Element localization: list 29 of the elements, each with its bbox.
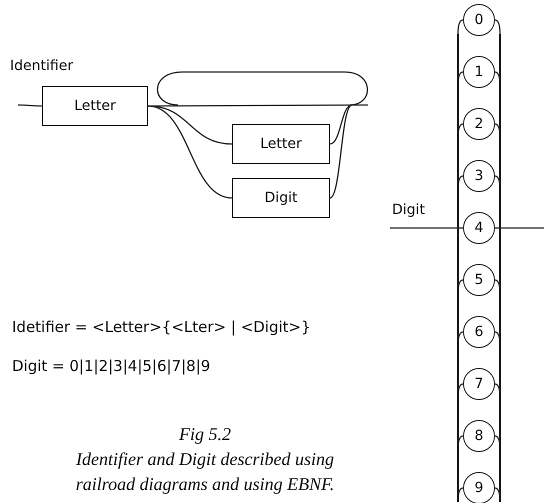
rail-line bbox=[499, 34, 501, 502]
rule-name: Digit bbox=[392, 202, 425, 218]
rail-line bbox=[457, 34, 459, 502]
terminal-circle: 3 bbox=[463, 160, 495, 192]
track-line bbox=[501, 227, 544, 229]
track-line bbox=[494, 19, 501, 34]
terminal-circle: 4 bbox=[463, 212, 495, 244]
track-line bbox=[18, 104, 42, 107]
ebnf-rule: Idetifier = <Letter>{<Lter> | <Digit>} bbox=[12, 318, 311, 336]
figure-caption: Identifier and Digit described using railroad diagrams and using EBNF. bbox=[74, 448, 336, 496]
track-line bbox=[390, 227, 457, 229]
terminal-circle: 8 bbox=[463, 420, 495, 452]
terminal-circle: 5 bbox=[463, 264, 495, 296]
terminal-circle: 1 bbox=[463, 56, 495, 88]
track-line bbox=[330, 104, 352, 145]
track-line bbox=[148, 105, 232, 199]
terminal-circle: 9 bbox=[463, 472, 495, 503]
rule-name: Identifier bbox=[10, 58, 74, 74]
terminal-circle: 6 bbox=[463, 316, 495, 348]
ebnf-rule: Digit = 0|1|2|3|4|5|6|7|8|9 bbox=[12, 357, 210, 375]
track-line bbox=[330, 104, 352, 199]
nonterminal-box: Letter bbox=[232, 124, 330, 164]
terminal-circle: 0 bbox=[463, 4, 495, 36]
nonterminal-box: Digit bbox=[232, 178, 330, 218]
nonterminal-box: Letter bbox=[42, 86, 148, 126]
terminal-circle: 2 bbox=[463, 108, 495, 140]
terminal-circle: 7 bbox=[463, 368, 495, 400]
track-line bbox=[457, 19, 464, 34]
figure-number: Fig 5.2 bbox=[178, 423, 232, 446]
